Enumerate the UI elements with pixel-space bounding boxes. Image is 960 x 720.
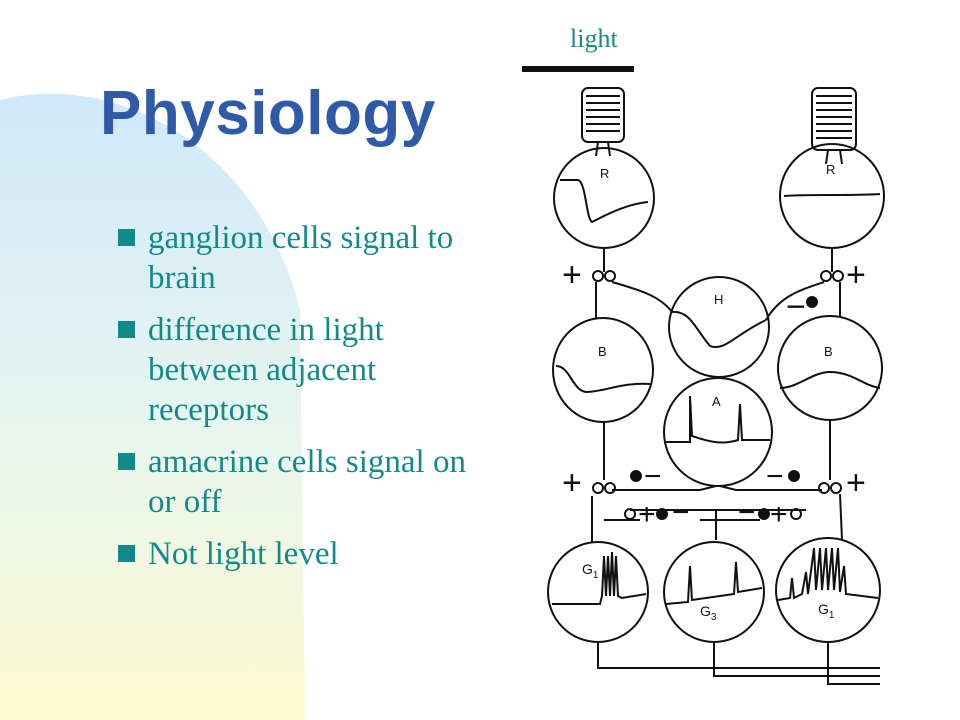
trace-g-mid [665, 561, 763, 605]
synapse-markers [592, 270, 844, 520]
label-g-left: G1 [582, 561, 599, 581]
trace-g-left [552, 551, 647, 605]
light-label: light [570, 24, 618, 53]
connection-lines [591, 248, 880, 685]
trace-r-right [783, 193, 881, 197]
bullet-item: ganglion cells signal to brain [118, 218, 498, 298]
cell-b-right [777, 315, 883, 421]
cell-g-mid [663, 541, 765, 643]
slide-title: Physiology [100, 79, 436, 148]
sign-plus-g-left: + [638, 498, 656, 531]
cell-h [668, 276, 770, 378]
bullet-item: Not light level [118, 534, 498, 574]
trace-b-right [779, 370, 881, 389]
cell-b-left [552, 317, 654, 423]
sign-plus-r-right: + [846, 256, 866, 294]
trace-g-right [777, 547, 879, 601]
bullet-square-icon [118, 321, 135, 338]
cell-a [663, 377, 773, 487]
receptor-outer-segment-right [811, 87, 857, 165]
cell-g-left [547, 541, 649, 643]
trace-a [666, 395, 770, 444]
bullet-item: amacrine cells signal on or off [118, 442, 498, 522]
bullet-text: amacrine cells signal on or off [148, 444, 466, 520]
bullet-list: ganglion cells signal to brain differenc… [118, 218, 498, 586]
bullet-text: difference in light between adjacent rec… [148, 312, 384, 428]
label-h: H [714, 292, 723, 307]
bullet-square-icon [118, 453, 135, 470]
sign-plus-g-right: + [770, 498, 788, 531]
bullet-item: difference in light between adjacent rec… [118, 310, 498, 430]
sign-minus-g-mid-right: − [738, 496, 756, 529]
trace-r-left [560, 179, 649, 224]
bullet-square-icon [118, 229, 135, 246]
bullet-text: Not light level [148, 536, 339, 572]
label-g-mid: G3 [700, 603, 717, 623]
sign-plus-r-left: + [562, 256, 582, 294]
sign-plus-b-left: + [562, 464, 582, 502]
label-a: A [712, 394, 721, 409]
label-b-left: B [598, 344, 607, 359]
sign-minus-a-left: − [644, 460, 662, 493]
sign-minus-a-right: − [766, 460, 784, 493]
label-r-right: R [826, 162, 835, 177]
trace-h [671, 310, 767, 349]
label-r-left: R [600, 166, 609, 181]
label-g-right: G1 [818, 601, 835, 621]
bullet-square-icon [118, 545, 135, 562]
light-bar [522, 66, 634, 72]
sign-plus-b-right: + [846, 464, 866, 502]
retina-circuit-diagram: R R H B B A G1 G3 G1 + + − + − − + + − −… [522, 66, 885, 685]
cell-r-left [553, 147, 655, 249]
bullet-text: ganglion cells signal to brain [148, 220, 454, 296]
label-b-right: B [824, 344, 833, 359]
sign-minus-h: − [786, 288, 806, 326]
sign-minus-g-mid-left: − [672, 496, 690, 529]
receptor-outer-segment-left [581, 87, 625, 157]
trace-b-left [555, 365, 651, 394]
